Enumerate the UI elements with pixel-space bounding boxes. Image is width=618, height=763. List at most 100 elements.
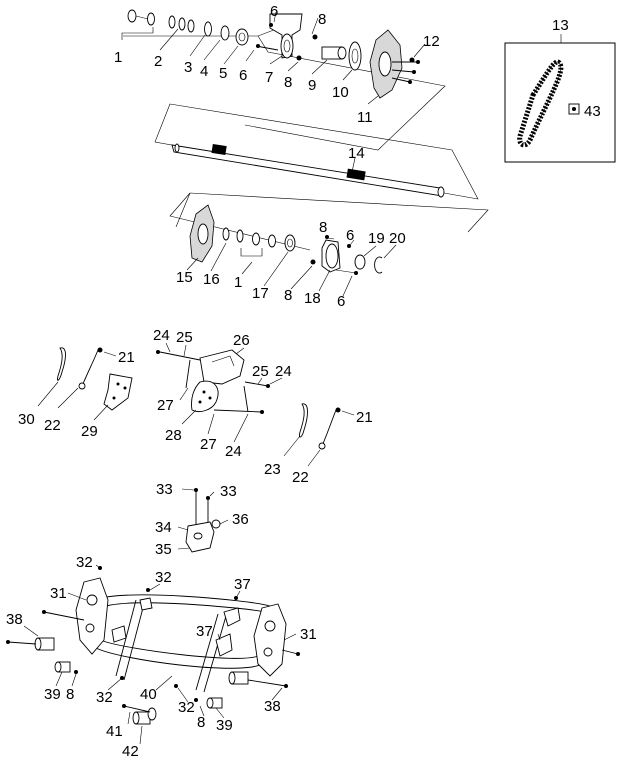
part-label: 38 xyxy=(264,698,281,715)
bushing-38-right xyxy=(228,671,288,688)
part-label: 27 xyxy=(200,436,217,453)
part-label: 22 xyxy=(44,417,61,434)
washer-1 xyxy=(127,9,155,26)
part-label: 5 xyxy=(219,65,227,82)
brake-caliper-assembly xyxy=(37,342,355,467)
rear-hub-assembly xyxy=(121,9,446,151)
part-label: 43 xyxy=(584,103,601,120)
part-label: 4 xyxy=(200,63,208,80)
pad-spring-23 xyxy=(299,403,308,438)
spacer-2 xyxy=(168,15,195,33)
bushing-39-right xyxy=(194,697,223,709)
part-label: 41 xyxy=(106,723,123,740)
part-label: 32 xyxy=(178,699,195,716)
plate-31-left xyxy=(42,577,109,655)
plate-31-right xyxy=(253,603,300,677)
bushing-38-left xyxy=(6,637,55,651)
part-label: 20 xyxy=(389,230,406,247)
part-label: 17 xyxy=(252,285,269,302)
part-label: 21 xyxy=(356,409,373,426)
swing-arm-frame xyxy=(6,564,300,745)
pivot-42 xyxy=(122,704,157,725)
caliper-26 xyxy=(156,349,270,413)
part-label: 42 xyxy=(122,743,139,760)
part-label: 8 xyxy=(284,287,292,304)
part-label: 32 xyxy=(155,569,172,586)
part-label: 7 xyxy=(265,69,273,86)
chain-inset xyxy=(504,34,616,163)
part-label: 6 xyxy=(346,227,354,244)
sprocket-11 xyxy=(369,29,420,99)
part-label: 25 xyxy=(176,329,193,346)
part-label: 2 xyxy=(154,53,162,70)
spring-22-left xyxy=(78,347,103,390)
part-label: 9 xyxy=(308,77,316,94)
part-label: 8 xyxy=(284,74,292,91)
part-number-labels: 1 2 3 4 5 6 6 7 8 8 9 10 11 12 13 43 14 … xyxy=(6,3,601,760)
part-label: 32 xyxy=(76,554,93,571)
part-label: 24 xyxy=(225,443,242,460)
part-label: 36 xyxy=(232,511,249,528)
brake-hub-assembly xyxy=(169,192,489,297)
part-label: 33 xyxy=(220,483,237,500)
mount-bracket xyxy=(177,488,229,553)
part-label: 26 xyxy=(233,332,250,349)
part-label: 23 xyxy=(264,461,281,478)
part-label: 1 xyxy=(114,49,122,66)
part-label: 15 xyxy=(176,269,193,286)
part-label: 33 xyxy=(156,481,173,498)
bushing-39-left xyxy=(54,661,78,674)
part-label: 31 xyxy=(50,585,67,602)
part-label: 24 xyxy=(275,363,292,380)
clip-20 xyxy=(374,256,383,274)
part-label: 30 xyxy=(18,411,35,428)
part-label: 3 xyxy=(184,59,192,76)
part-label: 18 xyxy=(304,290,321,307)
hub-18 xyxy=(310,235,358,275)
part-label: 6 xyxy=(239,67,247,84)
part-label: 39 xyxy=(44,686,61,703)
ring-3-4 xyxy=(204,21,230,41)
part-label: 32 xyxy=(96,689,113,706)
part-label: 14 xyxy=(348,145,365,162)
part-label: 8 xyxy=(66,686,74,703)
part-label: 25 xyxy=(252,363,269,380)
part-label: 8 xyxy=(319,219,327,236)
washers-16-1 xyxy=(222,227,276,248)
part-label: 16 xyxy=(203,271,220,288)
pad-spring-30 xyxy=(57,347,66,381)
hub-9 xyxy=(321,46,347,60)
part-label: 1 xyxy=(234,274,242,291)
part-label: 37 xyxy=(234,576,251,593)
part-label: 10 xyxy=(332,84,349,101)
part-label: 8 xyxy=(318,11,326,28)
part-label: 19 xyxy=(368,230,385,247)
part-label: 38 xyxy=(6,611,23,628)
part-label: 22 xyxy=(292,469,309,486)
part-label: 8 xyxy=(197,714,205,731)
part-label: 37 xyxy=(196,623,213,640)
axle-14 xyxy=(154,103,479,200)
pad-28 xyxy=(191,380,219,413)
part-label: 24 xyxy=(153,327,170,344)
spring-22-right xyxy=(318,407,341,450)
part-label: 6 xyxy=(337,293,345,310)
part-label: 11 xyxy=(357,109,373,126)
part-label: 35 xyxy=(155,541,172,558)
ring-17 xyxy=(284,234,296,252)
sprocket-15 xyxy=(189,204,215,263)
part-label: 31 xyxy=(300,626,317,643)
bearing-5 xyxy=(235,28,249,46)
part-label: 39 xyxy=(216,717,233,734)
part-label: 40 xyxy=(140,686,157,703)
part-label: 12 xyxy=(423,33,440,50)
plate-10 xyxy=(348,41,362,71)
part-label: 28 xyxy=(165,427,182,444)
carrier-7 xyxy=(255,13,318,61)
part-label: 27 xyxy=(157,397,174,414)
part-label: 21 xyxy=(118,349,135,366)
part-label: 34 xyxy=(155,519,172,536)
bearing-19 xyxy=(354,254,366,270)
part-label: 13 xyxy=(552,17,569,34)
